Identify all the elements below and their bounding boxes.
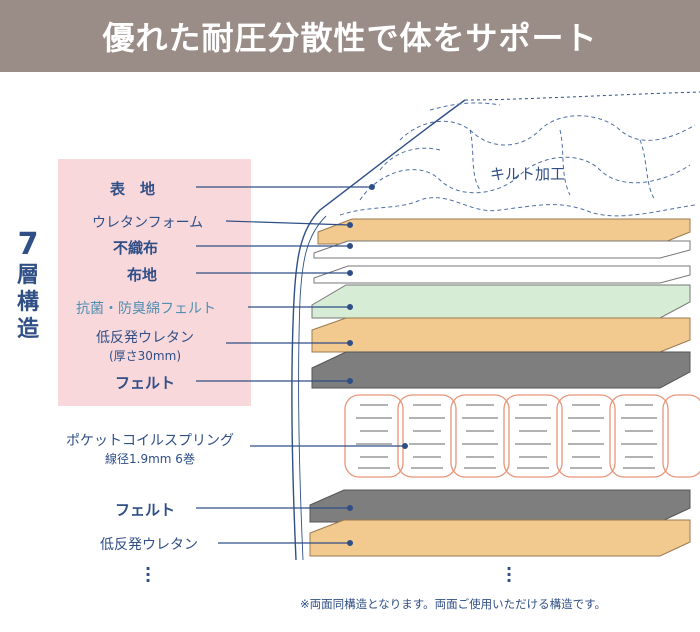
label-low-rebound-main: 低反発ウレタン <box>96 330 194 346</box>
label-felt-bottom: フェルト <box>115 501 176 519</box>
quilt-cover-outline-inner <box>298 215 327 561</box>
structure-char-1: 層 <box>16 263 39 288</box>
continuation-dots-left: ··· <box>145 559 152 590</box>
layer-low-rebound-urethane <box>311 317 691 353</box>
label-pocket-coil-spec: 線径1.9mm 6巻 <box>105 452 195 466</box>
continuation-dots-right: ··· <box>506 559 513 590</box>
label-felt-top: フェルト <box>115 374 176 392</box>
label-low-rebound-bottom: 低反発ウレタン <box>100 537 198 553</box>
header-banner: 優れた耐圧分散性で体をサポート <box>0 0 700 72</box>
label-surface: 表 地 <box>110 180 156 198</box>
label-low-rebound-thickness: (厚さ30mm) <box>108 349 181 363</box>
layer-antibac-felt <box>311 284 691 319</box>
quilt-stitch-pattern <box>339 102 696 217</box>
layer-felt-bottom <box>309 489 691 523</box>
structure-number: 7 <box>17 227 39 262</box>
pocket-coil-springs <box>344 394 700 478</box>
quilt-cover-outline <box>291 99 466 561</box>
layer-urethane-foam <box>317 218 691 245</box>
label-urethane-foam: ウレタンフォーム <box>92 215 204 231</box>
layer-low-rebound-bottom <box>309 519 691 557</box>
label-nonwoven: 不織布 <box>113 239 159 257</box>
layer-felt-top <box>311 351 691 389</box>
label-antibac-felt: 抗菌・防臭綿フェルト <box>76 301 216 317</box>
structure-char-2: 構 <box>16 290 39 315</box>
footnote: ※両面同構造となります。両面ご使用いただける構造です。 <box>300 597 606 611</box>
coil-wires <box>356 404 657 469</box>
quilt-label: キルト加工 <box>490 165 566 183</box>
leader-lines <box>196 184 409 546</box>
quilt-cover-top-edge <box>464 91 700 101</box>
label-cloth: 布地 <box>127 266 158 284</box>
label-pocket-coil: ポケットコイルスプリング 線径1.9mm 6巻 <box>66 430 234 467</box>
seven-layer-structure-title: 7 層 構 造 <box>8 228 48 343</box>
structure-char-3: 造 <box>16 317 39 342</box>
label-low-rebound: 低反発ウレタン (厚さ30mm) <box>96 327 194 364</box>
header-title: 優れた耐圧分散性で体をサポート <box>102 19 598 57</box>
layer-nonwoven <box>313 240 691 259</box>
label-pocket-coil-main: ポケットコイルスプリング <box>66 433 234 449</box>
layer-cloth <box>313 265 691 284</box>
seven-layer-highlight-box <box>58 159 251 406</box>
